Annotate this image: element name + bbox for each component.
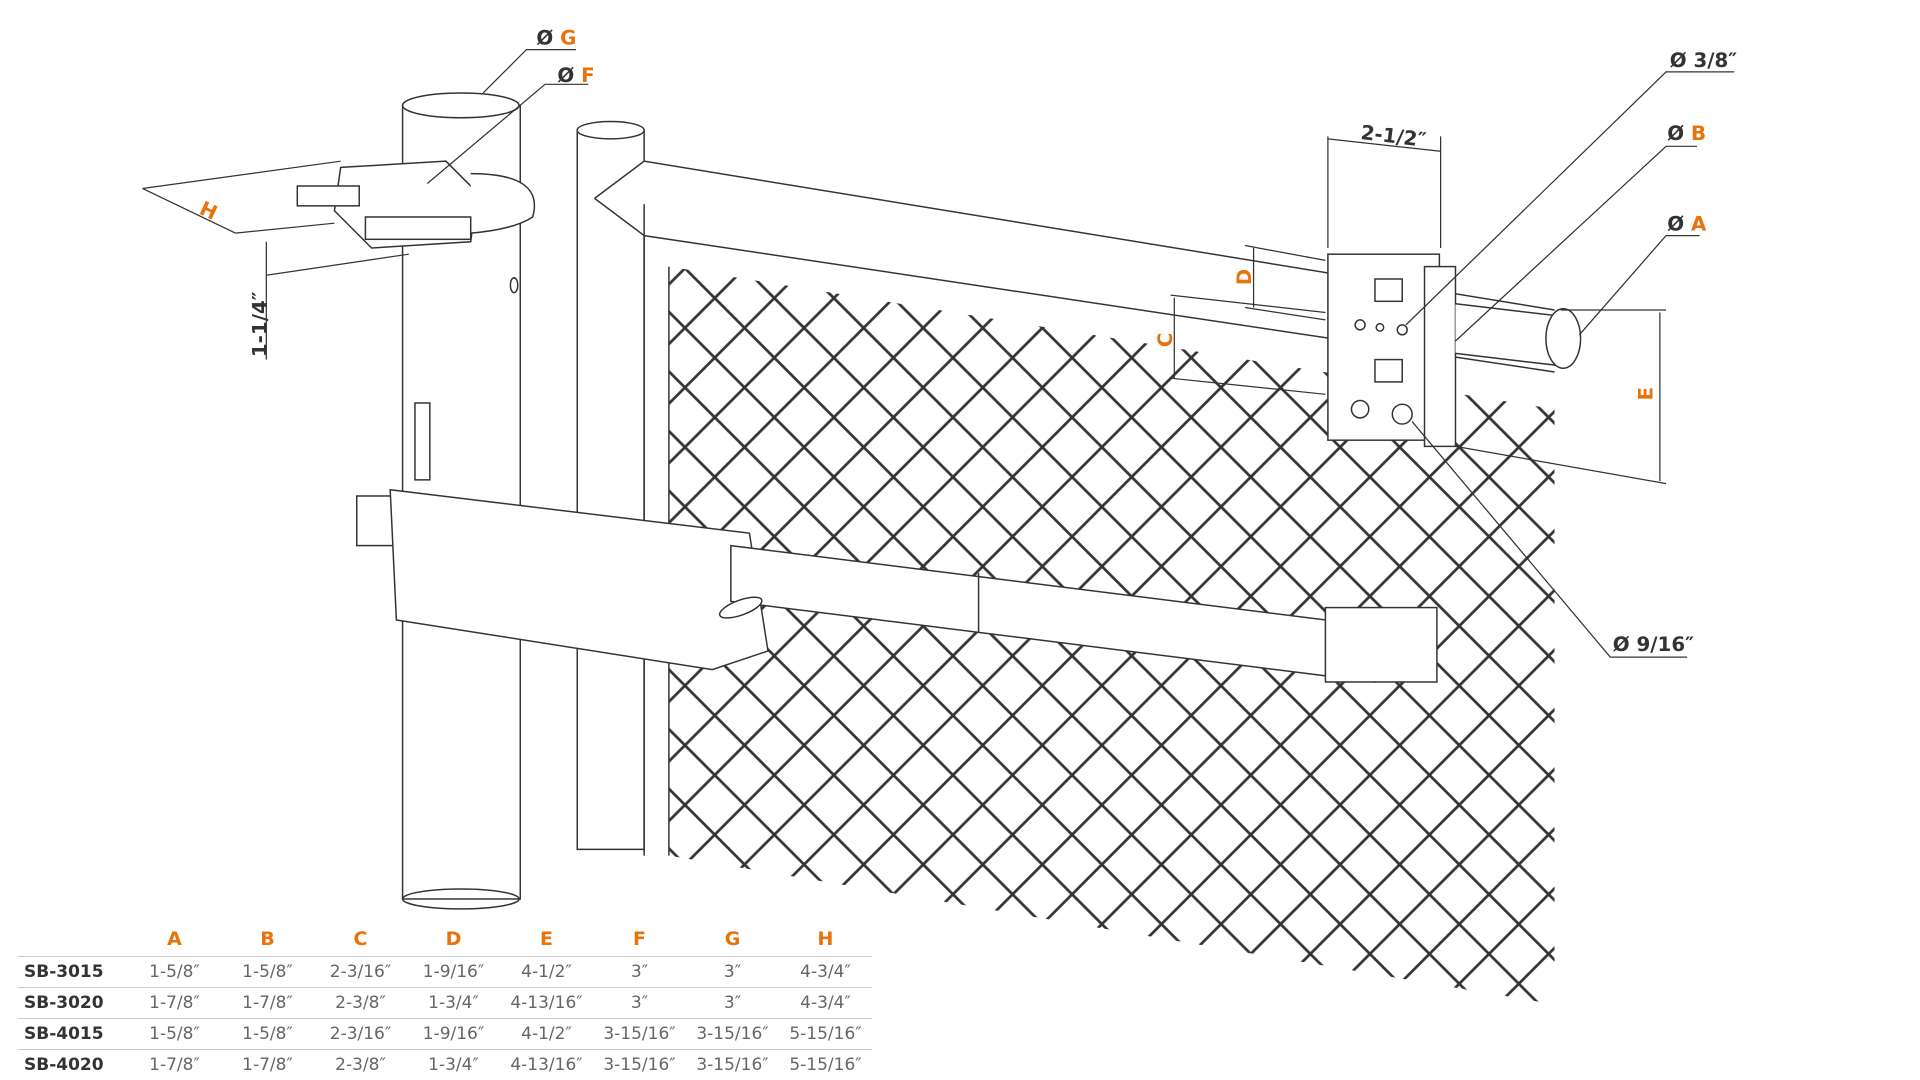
table-cell: 2-3/8″ [314, 987, 407, 1019]
label-b: B [1691, 122, 1706, 145]
model-name: SB-4015 [18, 1018, 128, 1050]
column-header-b: B [260, 928, 275, 950]
column-header-g: G [724, 928, 741, 950]
label-a: A [1691, 213, 1707, 236]
table-cell: 1-7/8″ [128, 987, 221, 1019]
table-cell: 3″ [593, 956, 686, 988]
table-cell: 3-15/16″ [686, 1018, 779, 1050]
label-b-symbol: Ø [1667, 122, 1684, 145]
table-cell: 3″ [686, 956, 779, 988]
table-cell: 1-7/8″ [128, 1049, 221, 1080]
model-name: SB-3020 [18, 987, 128, 1019]
table-cell: 4-13/16″ [500, 1049, 593, 1080]
table-cell: 2-3/16″ [314, 956, 407, 988]
table-cell: 3-15/16″ [593, 1049, 686, 1080]
label-d: D [1233, 269, 1256, 285]
table-cell: 4-3/4″ [779, 987, 872, 1019]
table-cell: 1-7/8″ [221, 1049, 314, 1080]
gate-top-rail [594, 160, 1555, 856]
table-cell: 2-3/16″ [314, 1018, 407, 1050]
table-cell: 3-15/16″ [686, 1049, 779, 1080]
table-cell: 1-5/8″ [221, 956, 314, 988]
table-cell: 4-3/4″ [779, 956, 872, 988]
table-cell: 1-7/8″ [221, 987, 314, 1019]
table-cell: 3-15/16″ [593, 1018, 686, 1050]
svg-text:Ø G: Ø G [536, 27, 576, 50]
label-g-symbol: Ø [536, 27, 553, 50]
column-header-d: D [445, 928, 462, 950]
label-a-symbol: Ø [1667, 213, 1684, 236]
locinox-logo [718, 596, 763, 619]
label-h: H [196, 197, 221, 225]
table-cell: 1-3/4″ [407, 987, 500, 1019]
svg-text:Ø B: Ø B [1667, 122, 1706, 145]
svg-text:Ø A: Ø A [1667, 213, 1707, 236]
gate-frame-stile [576, 120, 645, 851]
post-clamp-bracket [296, 160, 536, 249]
gate-actuator [356, 402, 1438, 683]
table-cell: 1-9/16″ [407, 956, 500, 988]
label-c: C [1154, 333, 1177, 348]
label-post-offset: 1-1/4″ [248, 291, 271, 357]
table-cell: 5-15/16″ [779, 1018, 872, 1050]
table-cell: 2-3/8″ [314, 1049, 407, 1080]
label-f-symbol: Ø [557, 64, 574, 87]
column-header-f: F [633, 928, 646, 950]
table-cell: 3″ [686, 987, 779, 1019]
label-bolt-diameter: Ø 3/8″ [1670, 49, 1738, 72]
table-header-row: A B C D E F G H [18, 922, 872, 957]
table-cell: 1-3/4″ [407, 1049, 500, 1080]
label-hole-diameter: Ø 9/16″ [1613, 633, 1694, 656]
column-header-a: A [167, 928, 182, 950]
column-header-c: C [353, 928, 368, 950]
label-e: E [1634, 387, 1657, 401]
model-name: SB-3015 [18, 956, 128, 988]
table-cell: 1-5/8″ [221, 1018, 314, 1050]
table-cell: 4-1/2″ [500, 1018, 593, 1050]
column-header-h: H [817, 928, 834, 950]
svg-text:Ø F: Ø F [557, 64, 594, 87]
gate-rail-bracket [1327, 253, 1582, 448]
table-cell: 4-1/2″ [500, 956, 593, 988]
table-cell: 1-5/8″ [128, 956, 221, 988]
table-cell: 1-9/16″ [407, 1018, 500, 1050]
table-cell: 5-15/16″ [779, 1049, 872, 1080]
table-corner [18, 922, 128, 957]
label-g: G [560, 27, 576, 50]
table-cell: 1-5/8″ [128, 1018, 221, 1050]
label-f: F [581, 64, 595, 87]
label-bracket-width: 2-1/2″ [1359, 121, 1427, 152]
model-name: SB-4020 [18, 1049, 128, 1080]
table-cell: 4-13/16″ [500, 987, 593, 1019]
column-header-e: E [540, 928, 553, 950]
dimension-lines [142, 48, 1735, 658]
table-cell: 3″ [593, 987, 686, 1019]
